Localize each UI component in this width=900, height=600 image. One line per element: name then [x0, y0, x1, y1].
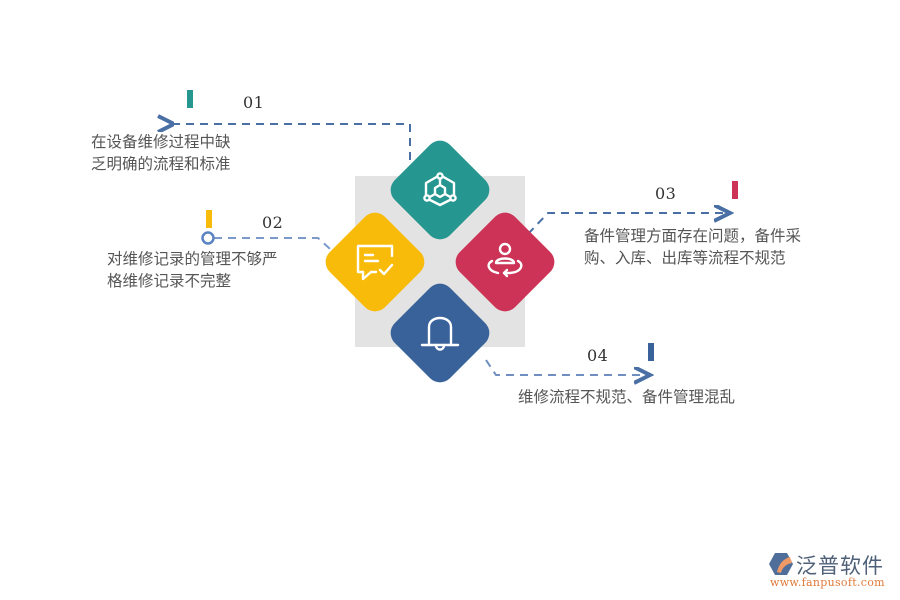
item-number-04: 04 — [587, 346, 609, 365]
bell-icon — [415, 308, 465, 358]
color-bar-01 — [187, 90, 193, 108]
item-number-02: 02 — [262, 213, 284, 232]
connector-01 — [172, 124, 411, 160]
color-bar-03 — [732, 181, 738, 199]
brand-logo: 泛普软件 www.fanpusoft.com — [768, 550, 893, 590]
item-description-01: 在设备维修过程中缺 乏明确的流程和标准 — [91, 133, 231, 173]
connector-02 — [214, 237, 341, 259]
connector-04 — [485, 359, 648, 375]
message-check-icon — [350, 237, 400, 287]
logo-name: 泛普软件 — [796, 554, 884, 578]
item-description-02: 对维修记录的管理不够严 格维修记录不完整 — [107, 250, 278, 290]
connector-02-dot — [201, 231, 215, 245]
color-bar-02 — [206, 210, 212, 228]
item-number-01: 01 — [243, 93, 265, 112]
logo-mark-icon — [769, 553, 793, 575]
molecule-cube-icon — [415, 165, 465, 215]
person-orbit-icon — [480, 237, 530, 287]
item-description-04: 维修流程不规范、备件管理混乱 — [518, 388, 736, 406]
item-number-03: 03 — [655, 184, 677, 203]
connector-03 — [527, 213, 728, 235]
item-description-03: 备件管理方面存在问题，备件采 购、入库、出库等流程不规范 — [584, 227, 802, 267]
color-bar-04 — [648, 343, 654, 361]
logo-url: www.fanpusoft.com — [770, 576, 885, 589]
